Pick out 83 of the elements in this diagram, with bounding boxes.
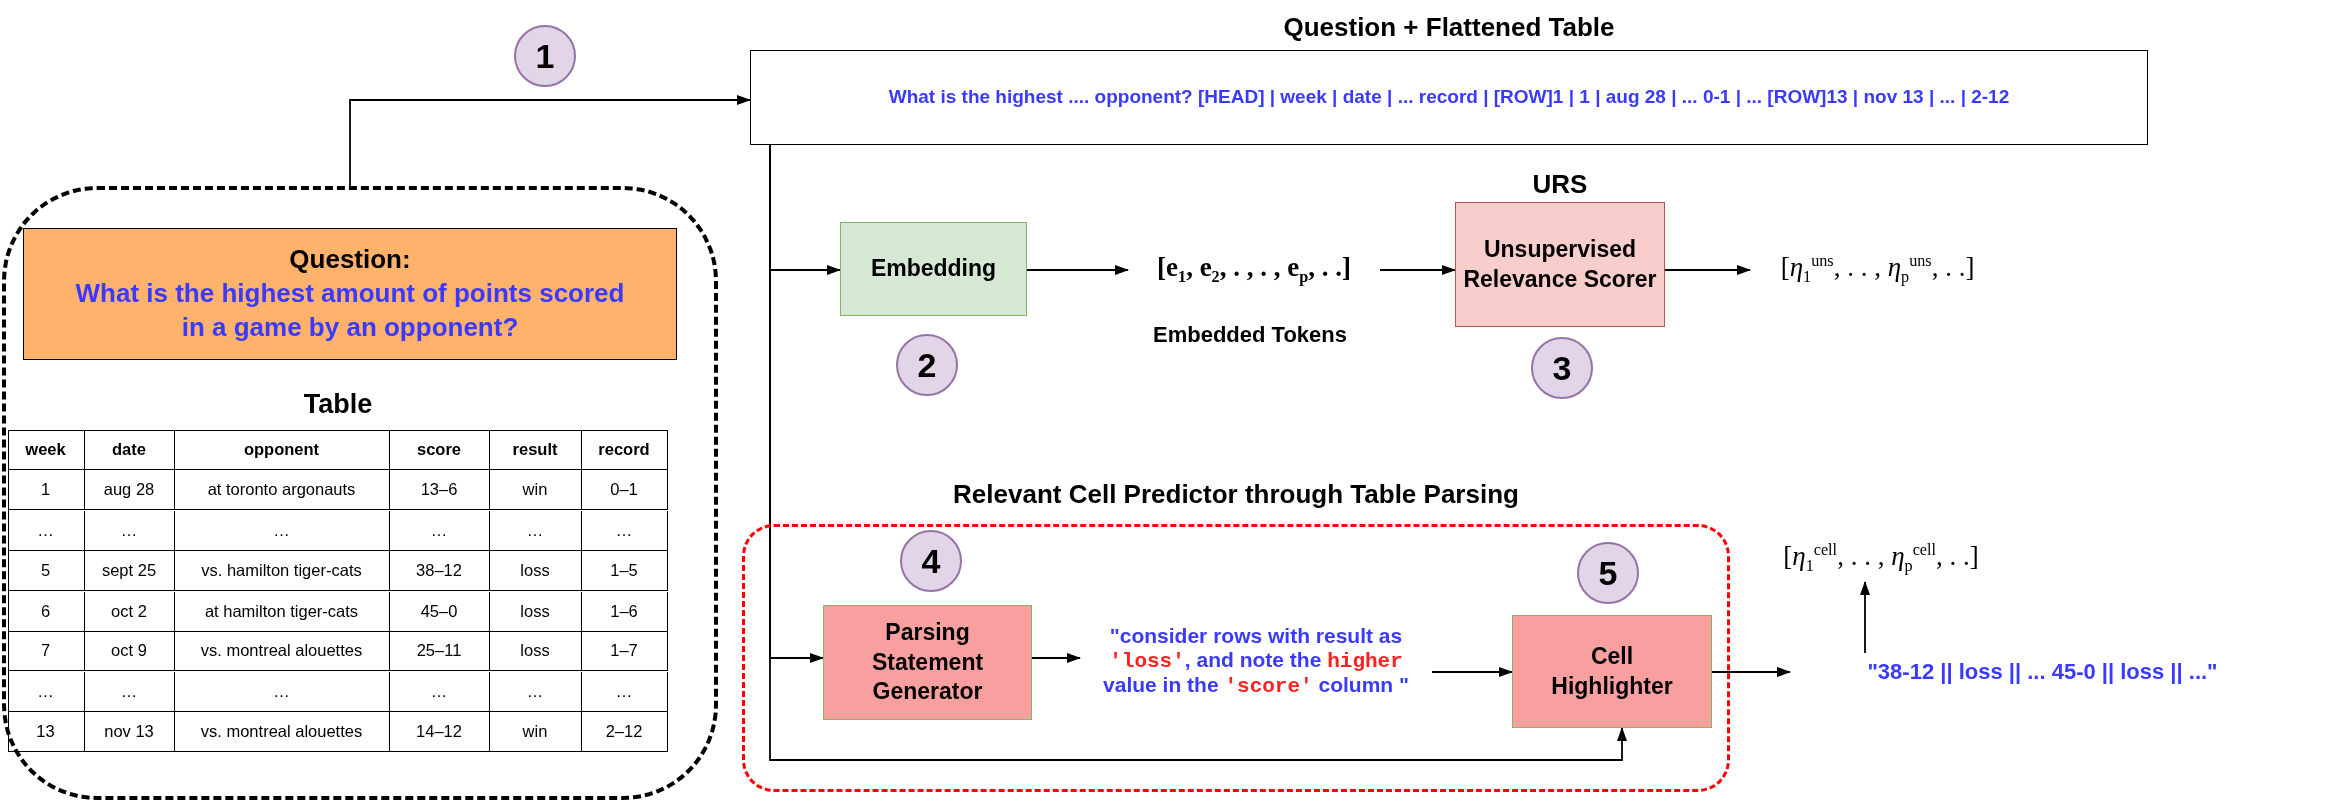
table-header-cell: record bbox=[581, 429, 668, 470]
section-title: URS bbox=[1532, 168, 1588, 200]
step-number-circle: 5 bbox=[1577, 542, 1639, 604]
table-cell: … bbox=[84, 510, 175, 551]
table-cell: win bbox=[489, 469, 582, 510]
table-cell: … bbox=[7, 671, 85, 712]
table-cell: 1–7 bbox=[581, 630, 668, 671]
section-title: Question + Flattened Table bbox=[1283, 11, 1615, 43]
parsing-statement-text: "consider rows with result as 'loss', and note the higher value in the 'score' column " bbox=[1102, 624, 1410, 698]
table-cell: … bbox=[389, 510, 490, 551]
table-cell: 14–12 bbox=[389, 711, 490, 752]
table-cell: 5 bbox=[7, 550, 85, 591]
box-label: Parsing Statement Generator bbox=[870, 617, 985, 707]
question-box bbox=[23, 228, 677, 360]
table-cell: … bbox=[174, 671, 390, 712]
table-cell: … bbox=[581, 510, 668, 551]
table-cell: oct 9 bbox=[84, 630, 175, 671]
step-number-circle: 4 bbox=[900, 530, 962, 592]
relevance-score-vector: [η$_{1}$$^{uns}$, . . , η$_{p}$$^{uns}$, . .] bbox=[1780, 252, 1975, 288]
step-number-circle: 1 bbox=[514, 25, 576, 87]
table-cell: at toronto argonauts bbox=[174, 469, 390, 510]
cell-score-vector: [η$_{1}$$^{cell}$, . . , η$_{p}$$^{cell}$, . .] bbox=[1783, 541, 1979, 577]
table-cell: oct 2 bbox=[84, 591, 175, 632]
table-cell: vs. montreal alouettes bbox=[174, 630, 390, 671]
box-label: Unsupervised Relevance Scorer bbox=[1462, 234, 1658, 294]
dashed-group-border bbox=[2, 186, 718, 800]
table-cell: … bbox=[389, 671, 490, 712]
step-number-circle: 3 bbox=[1531, 337, 1593, 399]
arrow bbox=[1379, 265, 1456, 275]
table-cell: 45–0 bbox=[389, 591, 490, 632]
table-cell: 2–12 bbox=[581, 711, 668, 752]
table-cell: vs. montreal alouettes bbox=[174, 711, 390, 752]
table-cell: … bbox=[489, 671, 582, 712]
table-cell: loss bbox=[489, 550, 582, 591]
table-cell: nov 13 bbox=[84, 711, 175, 752]
section-title: Relevant Cell Predictor through Table Parsing bbox=[953, 478, 1519, 510]
embedding-vector: [e$_{1}$, e$_{2}$, . , . , e$_{p}$, . .] bbox=[1157, 252, 1351, 288]
table-cell: 25–11 bbox=[389, 630, 490, 671]
table-cell: aug 28 bbox=[84, 469, 175, 510]
box-label: Embedding bbox=[870, 254, 997, 284]
table-cell: win bbox=[489, 711, 582, 752]
table-cell: 13 bbox=[7, 711, 85, 752]
table-cell: 7 bbox=[7, 630, 85, 671]
table-title: Table bbox=[302, 389, 374, 420]
table-cell: vs. hamilton tiger-cats bbox=[174, 550, 390, 591]
flattened-input-text: What is the highest .... opponent? [HEAD] | week | date | ... record | [ROW]1 | 1 | aug 28 | ... 0-1 | ... [ROW]13 | nov 13 | ... | 2-12 bbox=[888, 85, 2010, 110]
table-header-cell: score bbox=[389, 429, 490, 470]
arrow bbox=[1431, 667, 1513, 677]
table-cell: 1–6 bbox=[581, 591, 668, 632]
table-cell: at hamilton tiger-cats bbox=[174, 591, 390, 632]
table-cell: 13–6 bbox=[389, 469, 490, 510]
table-cell: … bbox=[581, 671, 668, 712]
table-header-cell: date bbox=[84, 429, 175, 470]
arrow bbox=[1031, 653, 1081, 663]
table-cell: … bbox=[174, 510, 390, 551]
table-header-cell: week bbox=[7, 429, 85, 470]
table-cell: 1–5 bbox=[581, 550, 668, 591]
question-text: What is the highest amount of points scored in a game by an opponent? bbox=[74, 277, 626, 344]
box-label: Cell Highlighter bbox=[1550, 641, 1674, 701]
highlighted-cells-text: "38-12 || loss || ... 45-0 || loss || ..." bbox=[1867, 659, 2218, 685]
question-heading: Question: bbox=[289, 243, 411, 277]
arrow bbox=[1664, 265, 1751, 275]
table-cell: … bbox=[84, 671, 175, 712]
table-cell: sept 25 bbox=[84, 550, 175, 591]
table-header-cell: result bbox=[489, 429, 582, 470]
caption-text: Embedded Tokens bbox=[1152, 321, 1348, 349]
arrow bbox=[1711, 667, 1791, 677]
arrow bbox=[1860, 581, 1870, 654]
arrow bbox=[1026, 265, 1129, 275]
highlighter-box bbox=[1512, 615, 1712, 728]
table-cell: … bbox=[489, 510, 582, 551]
table-cell: 0–1 bbox=[581, 469, 668, 510]
table-cell: 1 bbox=[7, 469, 85, 510]
table-cell: loss bbox=[489, 630, 582, 671]
table-cell: 6 bbox=[7, 591, 85, 632]
table-header-cell: opponent bbox=[174, 429, 390, 470]
step-number-circle: 2 bbox=[896, 334, 958, 396]
arrow bbox=[349, 95, 751, 187]
table-cell: 38–12 bbox=[389, 550, 490, 591]
embedding-box bbox=[840, 222, 1027, 316]
table-cell: … bbox=[7, 510, 85, 551]
table-cell: loss bbox=[489, 591, 582, 632]
generator-box bbox=[823, 605, 1032, 720]
